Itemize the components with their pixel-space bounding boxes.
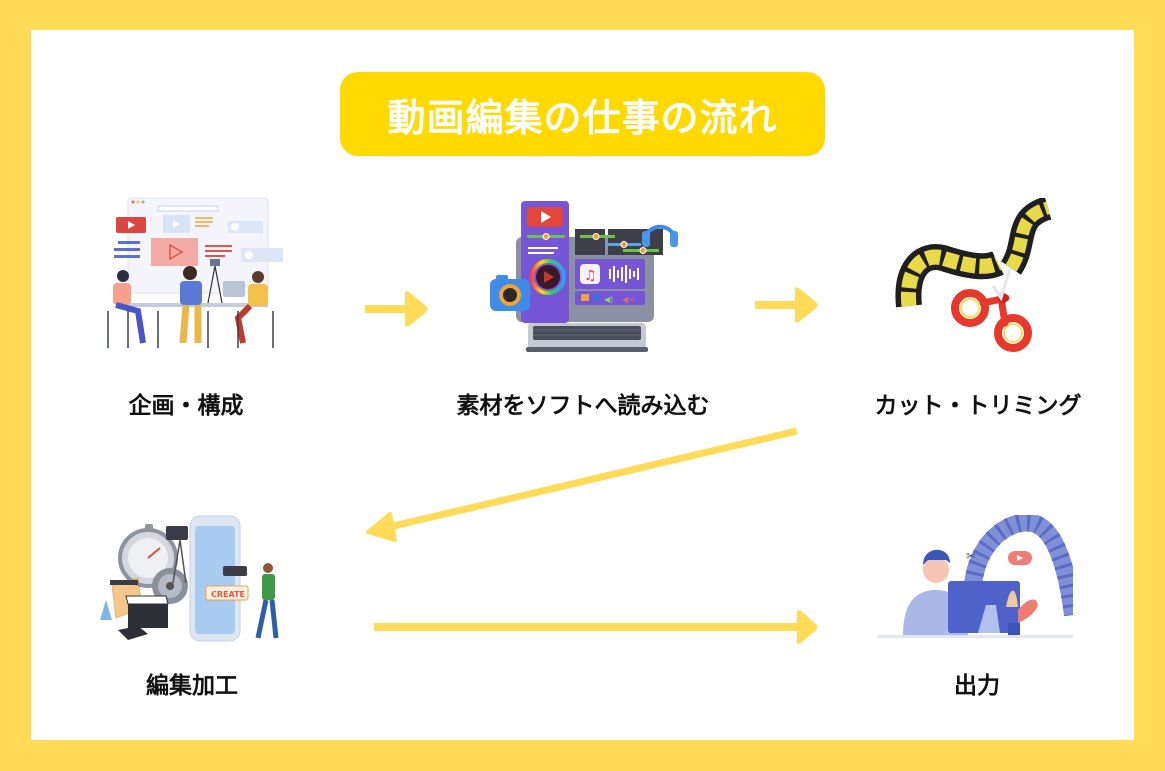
- svg-text:◀): ◀): [604, 295, 613, 304]
- video-production-smartphone-illustration: CREATE: [100, 515, 279, 642]
- laptop-editing-software-illustration: ♫ ◀) ◀×: [490, 201, 678, 352]
- svg-text:◀×: ◀×: [622, 295, 635, 304]
- step-label-output: 出力: [954, 673, 1000, 699]
- svg-text:CREATE: CREATE: [211, 590, 245, 599]
- step-label-planning: 企画・構成: [128, 393, 244, 419]
- title-banner: 動画編集の仕事の流れ: [340, 72, 825, 156]
- svg-text:♫: ♫: [584, 268, 597, 284]
- step-label-import-footage: 素材をソフトへ読み込む: [456, 393, 710, 419]
- step-label-cut-trim: カット・トリミング: [874, 393, 1082, 419]
- svg-text:✂: ✂: [966, 549, 976, 563]
- person-at-computer-illustration: ✂: [878, 515, 1073, 638]
- diagram-title: 動画編集の仕事の流れ: [387, 95, 778, 140]
- film-scissors-illustration: [895, 198, 1053, 352]
- step-label-editing: 編集加工: [146, 673, 238, 699]
- planning-meeting-illustration: [107, 197, 283, 348]
